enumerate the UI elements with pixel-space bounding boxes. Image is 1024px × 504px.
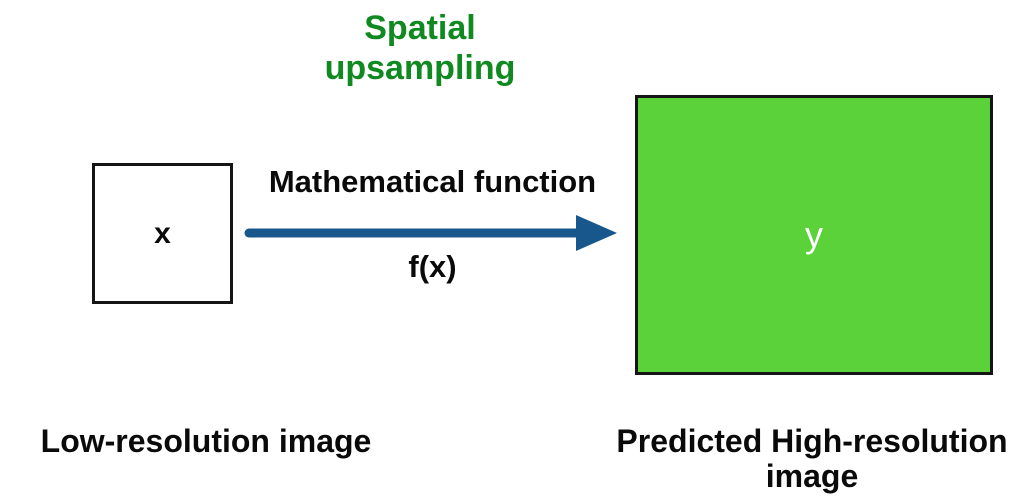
high-res-box: y xyxy=(635,95,993,375)
low-res-caption: Low-resolution image xyxy=(40,423,372,459)
function-name-label: Mathematical function xyxy=(268,164,597,199)
high-res-caption-line1: Predicted High-resolution xyxy=(616,423,1008,459)
function-expression-label: f(x) xyxy=(408,249,457,284)
transform-arrow xyxy=(244,215,617,251)
high-res-caption: Predicted High-resolution image xyxy=(592,424,1024,494)
diagram-title-line2: upsampling xyxy=(324,49,516,87)
diagram-title: Spatial upsampling xyxy=(290,8,550,88)
low-res-box-label: x xyxy=(154,216,171,250)
high-res-caption-line2: image xyxy=(765,458,859,494)
arrow-head-icon xyxy=(576,215,617,251)
low-res-box: x xyxy=(92,163,233,304)
high-res-box-label: y xyxy=(805,214,823,255)
diagram-title-line1: Spatial xyxy=(364,9,476,47)
